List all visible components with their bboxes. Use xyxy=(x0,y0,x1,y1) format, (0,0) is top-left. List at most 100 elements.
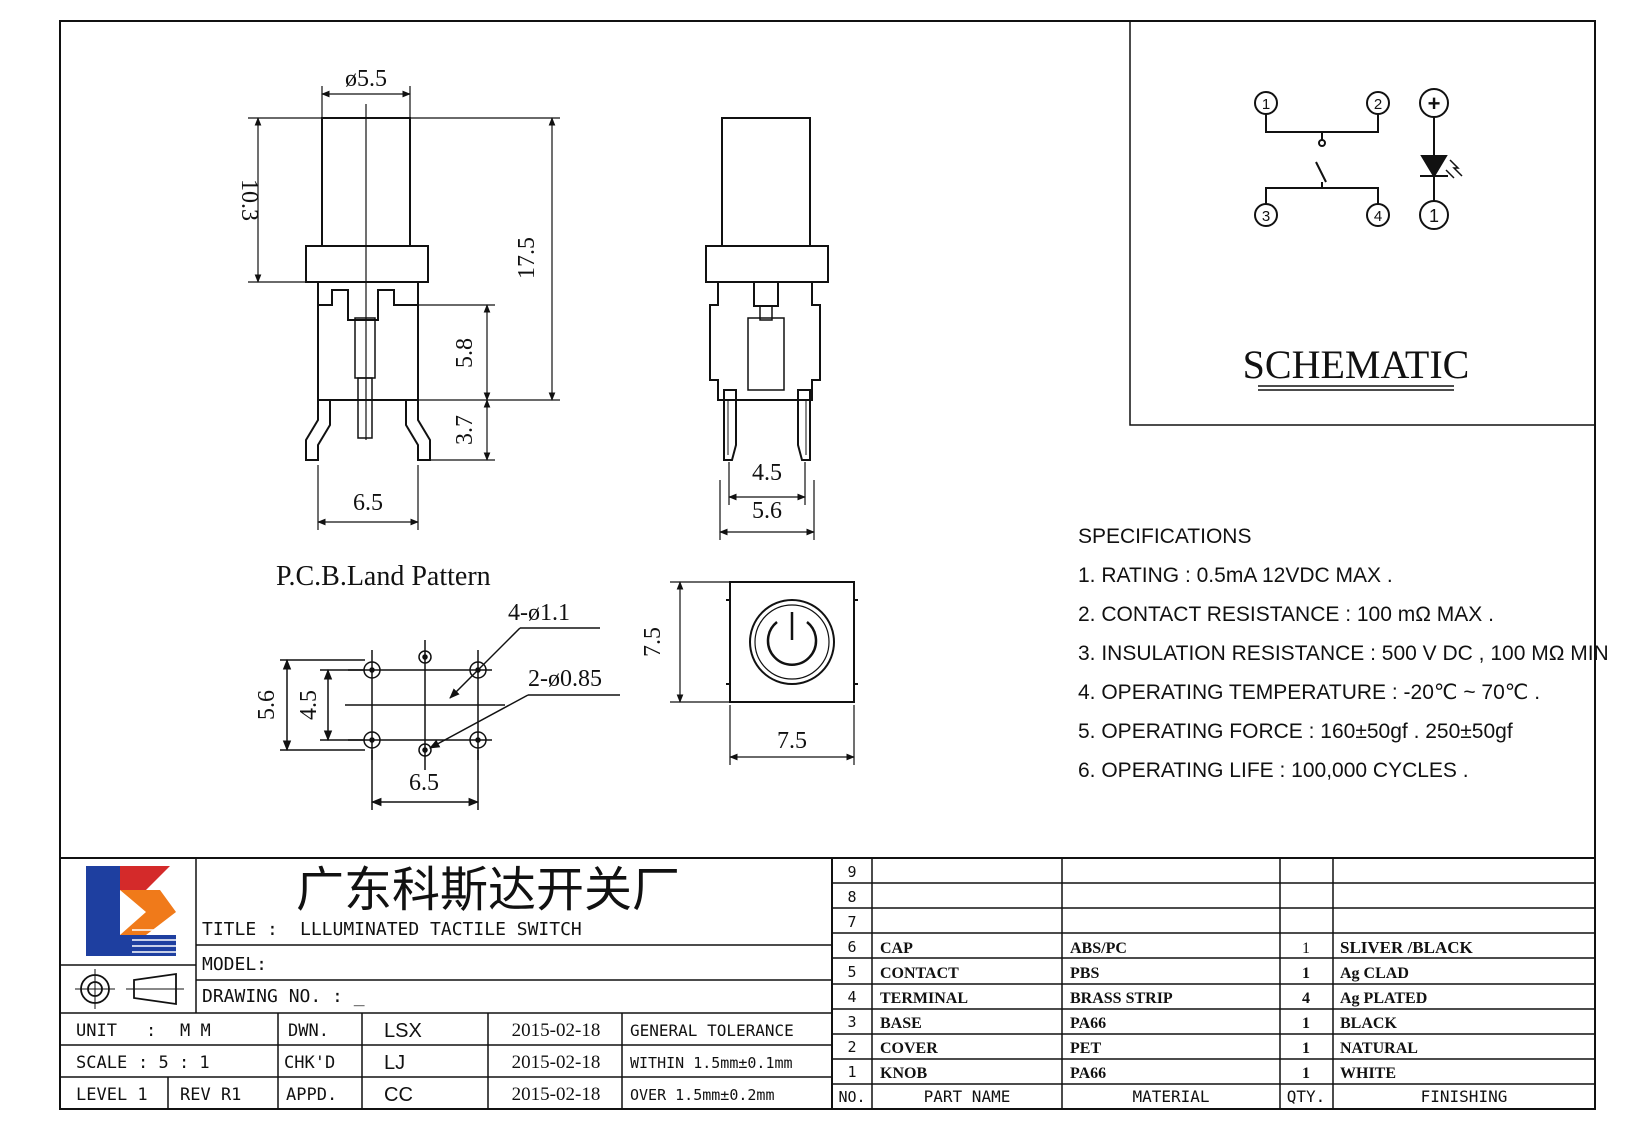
spec-item: 2. CONTACT RESISTANCE : 100 mΩ MAX . xyxy=(1078,603,1494,626)
led-minus-label: 1 xyxy=(1429,206,1439,226)
spec-item: 3. INSULATION RESISTANCE : 500 V DC , 10… xyxy=(1078,642,1609,665)
tolerance-title: GENERAL TOLERANCE xyxy=(630,1021,794,1040)
scale-label: SCALE xyxy=(76,1053,127,1073)
schematic-box: 1 2 3 4 + 1 SCHEMATIC xyxy=(1129,21,1595,426)
tolerance-over: OVER 1.5mm±0.2mm xyxy=(630,1086,775,1104)
dim-hole-4: 4-ø1.1 xyxy=(508,600,570,626)
dim-6-5-side: 6.5 xyxy=(353,490,383,516)
bom-finishing: BLACK xyxy=(1340,1015,1397,1032)
dim-hole-2: 2-ø0.85 xyxy=(528,666,602,692)
bom-row-no: 2 xyxy=(847,1038,856,1056)
bom-header-material: MATERIAL xyxy=(1132,1087,1209,1106)
projection-symbol-icon xyxy=(75,969,184,1009)
side-view-dimensions xyxy=(248,86,560,530)
bom-finishing: Ag PLATED xyxy=(1340,990,1427,1007)
bom-material: PA66 xyxy=(1070,1065,1106,1082)
chkd-label: CHK'D xyxy=(284,1053,335,1073)
bom-part: KNOB xyxy=(880,1065,927,1082)
pin-1-label: 1 xyxy=(1262,96,1270,113)
bom-row-no: 7 xyxy=(847,913,856,931)
side-view xyxy=(305,104,431,461)
bom-row-no: 5 xyxy=(847,963,856,981)
bom-qty: 1 xyxy=(1302,1040,1310,1057)
bom-qty: 1 xyxy=(1302,940,1310,957)
dim-pcb-4-5: 4.5 xyxy=(296,690,322,720)
bom-header-no: NO. xyxy=(838,1088,865,1106)
sheet-border xyxy=(59,20,1596,1110)
dim-pcb-5-6: 5.6 xyxy=(254,690,280,720)
bom-table: 9 8 7 6 CAP ABS/PC 1 SLIVER /BLACK 5 CON… xyxy=(838,863,1507,1106)
tolerance-within: WITHIN 1.5mm±0.1mm xyxy=(630,1054,793,1072)
bom-finishing: Ag CLAD xyxy=(1340,965,1409,982)
date-approved: 2015-02-18 xyxy=(512,1084,601,1105)
checked-by: LJ xyxy=(384,1052,405,1074)
bom-row-no: 9 xyxy=(847,863,856,881)
bom-header-part: PART NAME xyxy=(924,1087,1011,1106)
pin-3-label: 3 xyxy=(1262,208,1270,225)
appd-label: APPD. xyxy=(286,1085,337,1105)
dim-diameter-5-5: ø5.5 xyxy=(345,66,387,92)
title-block xyxy=(60,857,1595,1109)
bom-finishing: NATURAL xyxy=(1340,1040,1418,1057)
level-label: LEVEL 1 xyxy=(76,1085,148,1105)
model-label: MODEL: xyxy=(202,954,267,975)
dim-17-5: 17.5 xyxy=(514,237,540,279)
scale-value: : 5 : 1 xyxy=(138,1053,210,1073)
front-view xyxy=(705,117,829,461)
bom-qty: 1 xyxy=(1302,1015,1310,1032)
bom-row-no: 3 xyxy=(847,1013,856,1031)
top-view xyxy=(726,581,858,703)
dwn-label: DWN. xyxy=(288,1021,329,1041)
specifications: SPECIFICATIONS 1. RATING : 0.5mA 12VDC M… xyxy=(1078,525,1609,782)
bom-material: ABS/PC xyxy=(1070,940,1127,957)
bom-material: PET xyxy=(1070,1040,1101,1057)
pin-2-label: 2 xyxy=(1374,96,1382,113)
bom-header-finishing: FINISHING xyxy=(1421,1087,1508,1106)
led-plus-label: + xyxy=(1428,91,1441,116)
bom-row-no: 6 xyxy=(847,938,856,956)
spec-item: 6. OPERATING LIFE : 100,000 CYCLES . xyxy=(1078,759,1469,782)
dim-top-7-5-h: 7.5 xyxy=(777,728,807,754)
dim-5-6: 5.6 xyxy=(752,498,782,524)
date-drawn: 2015-02-18 xyxy=(512,1020,601,1041)
approved-by: CC xyxy=(384,1084,413,1106)
schematic-title: SCHEMATIC xyxy=(1243,342,1470,387)
pcb-title: P.C.B.Land Pattern xyxy=(276,561,491,592)
bom-material: PBS xyxy=(1070,965,1099,982)
date-checked: 2015-02-18 xyxy=(512,1052,601,1073)
spec-item: 4. OPERATING TEMPERATURE : -20℃ ~ 70℃ . xyxy=(1078,681,1540,704)
unit-value: M M xyxy=(180,1021,211,1041)
spec-item: 1. RATING : 0.5mA 12VDC MAX . xyxy=(1078,564,1393,587)
title-value: LLLUMINATED TACTILE SWITCH xyxy=(300,919,582,940)
power-icon xyxy=(766,621,818,666)
bom-finishing: WHITE xyxy=(1340,1065,1396,1082)
rev-label: REV R1 xyxy=(180,1085,241,1105)
spec-item: 5. OPERATING FORCE : 160±50gf . 250±50gf xyxy=(1078,720,1513,743)
front-view-dimensions xyxy=(719,462,815,540)
drawing-no-label: DRAWING NO. : _ xyxy=(202,986,365,1007)
unit-label: UNIT xyxy=(76,1021,117,1041)
bom-part: CAP xyxy=(880,940,913,957)
company-logo xyxy=(86,866,176,956)
pin-4-label: 4 xyxy=(1374,208,1382,225)
dim-pcb-6-5: 6.5 xyxy=(409,770,439,796)
dim-4-5: 4.5 xyxy=(752,460,782,486)
bom-part: TERMINAL xyxy=(880,990,968,1007)
bom-qty: 1 xyxy=(1302,1065,1310,1082)
bom-row-no: 8 xyxy=(847,888,856,906)
bom-part: COVER xyxy=(880,1040,938,1057)
dim-5-8: 5.8 xyxy=(452,338,478,368)
bom-part: CONTACT xyxy=(880,965,959,982)
specs-heading: SPECIFICATIONS xyxy=(1078,525,1251,548)
top-view-dimensions xyxy=(670,581,855,765)
unit-colon: : xyxy=(146,1021,156,1041)
bom-qty: 1 xyxy=(1302,965,1310,982)
dim-top-7-5-v: 7.5 xyxy=(640,627,666,657)
bom-finishing: SLIVER /BLACK xyxy=(1340,938,1474,957)
pcb-pattern xyxy=(280,627,620,810)
bom-material: BRASS STRIP xyxy=(1070,990,1173,1007)
bom-header-qty: QTY. xyxy=(1287,1087,1326,1106)
drawn-by: LSX xyxy=(384,1020,422,1042)
title-label: TITLE : xyxy=(202,919,278,940)
